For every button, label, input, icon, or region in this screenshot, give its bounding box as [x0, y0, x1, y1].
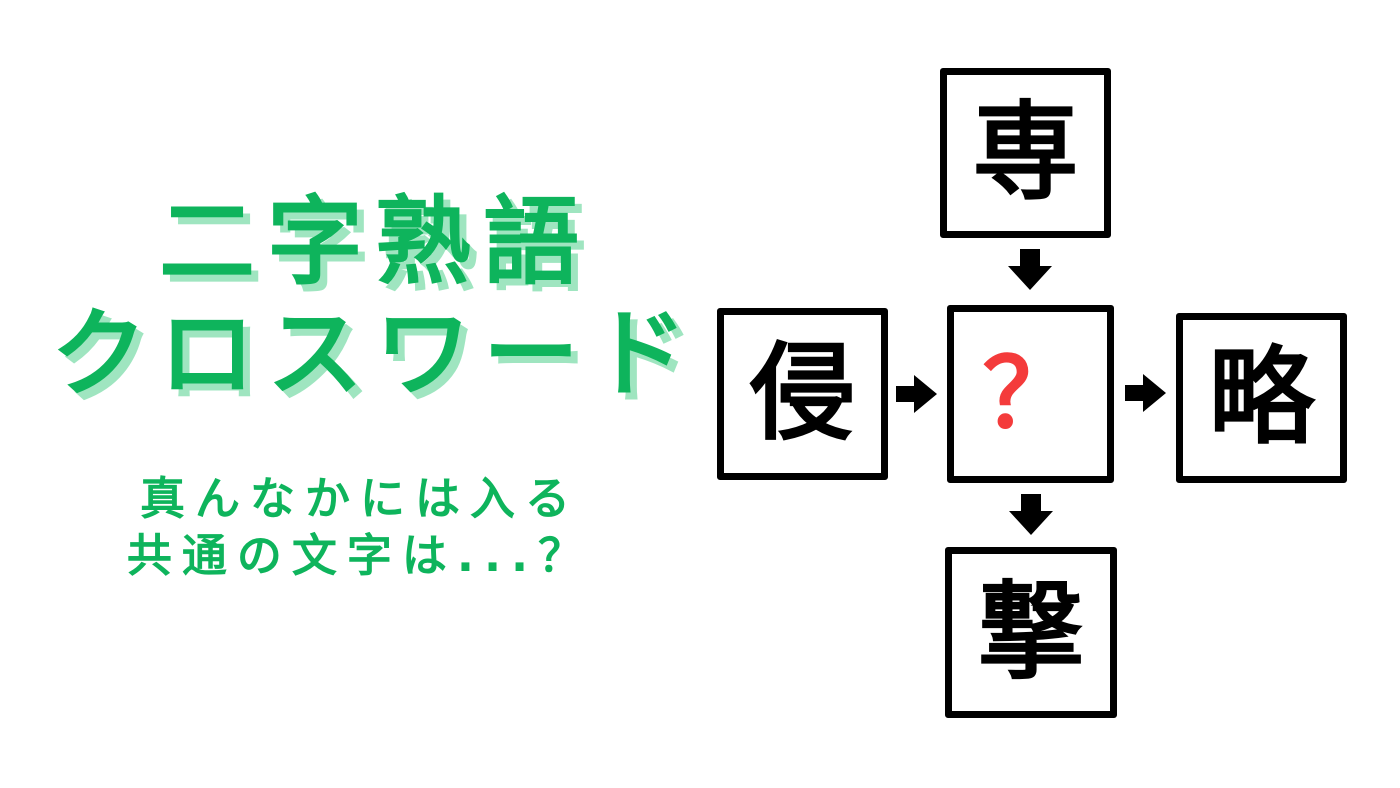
cell-bottom-kanji: 撃: [978, 570, 1084, 694]
cell-right: 略: [1176, 313, 1347, 483]
cell-center: ？: [947, 305, 1114, 483]
subtitle-line-2: 共通の文字は...？: [126, 529, 594, 582]
cell-top: 専: [940, 68, 1111, 238]
page-subtitle: 真んなかには入る 共通の文字は...？: [10, 470, 710, 584]
down-arrow-icon: [1009, 494, 1053, 535]
cell-top-kanji: 専: [972, 91, 1079, 214]
page-title: 二字熟語 クロスワード: [10, 186, 740, 410]
title-line-2: クロスワード: [51, 298, 699, 410]
title-line-1: 二字熟語: [159, 186, 591, 298]
cell-left: 侵: [717, 308, 888, 480]
subtitle-line-1: 真んなかには入る: [139, 472, 580, 525]
right-arrow-icon: [896, 375, 937, 413]
right-arrow-icon: [1125, 374, 1166, 412]
cell-bottom: 撃: [945, 547, 1117, 718]
cell-left-kanji: 侵: [749, 332, 856, 455]
cell-right-kanji: 略: [1208, 336, 1315, 459]
down-arrow-icon: [1008, 249, 1052, 290]
question-mark-placeholder: ？: [982, 338, 1079, 450]
